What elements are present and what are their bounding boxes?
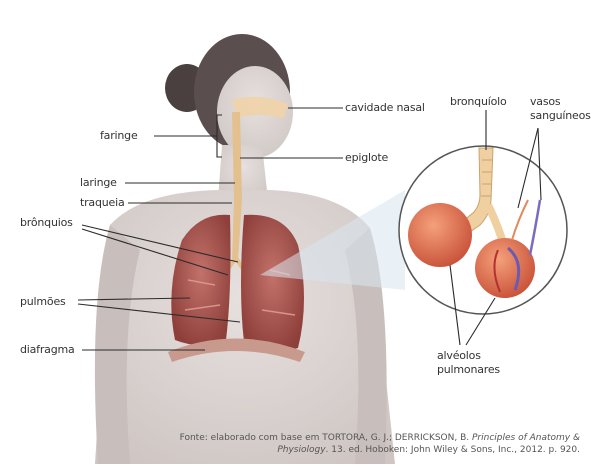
- alveoli-cluster-right: [475, 238, 535, 298]
- caption-prefix: Fonte: elaborado com base em TORTORA, G.…: [180, 433, 472, 443]
- caption-title-part2: Physiology: [277, 445, 325, 455]
- source-caption: Fonte: elaborado com base em TORTORA, G.…: [40, 432, 580, 456]
- caption-line-2: Physiology. 13. ed. Hoboken: John Wiley …: [40, 444, 580, 456]
- label-diafragma: diafragma: [20, 343, 75, 356]
- label-vasos: vasos: [530, 95, 560, 108]
- zoom-circle: [399, 146, 567, 314]
- label-faringe: faringe: [100, 129, 138, 142]
- label-pulmoes: pulmões: [20, 295, 66, 308]
- label-sanguineos: sanguíneos: [530, 109, 591, 122]
- label-bronquiolo: bronquíolo: [450, 95, 507, 108]
- caption-suffix: . 13. ed. Hoboken: John Wiley & Sons, In…: [326, 445, 580, 455]
- alveoli-cluster-left: [408, 203, 472, 267]
- label-pulmonares: pulmonares: [437, 363, 500, 376]
- caption-line-1: Fonte: elaborado com base em TORTORA, G.…: [40, 432, 580, 444]
- label-laringe: laringe: [80, 176, 117, 189]
- label-traqueia: traqueia: [80, 196, 125, 209]
- label-bronquios: brônquios: [20, 216, 73, 229]
- label-alveolos: alvéolos: [437, 349, 481, 362]
- caption-title-part1: Principles of Anatomy &: [472, 433, 580, 443]
- label-epiglote: epiglote: [345, 151, 388, 164]
- label-cavidade-nasal: cavidade nasal: [345, 101, 425, 114]
